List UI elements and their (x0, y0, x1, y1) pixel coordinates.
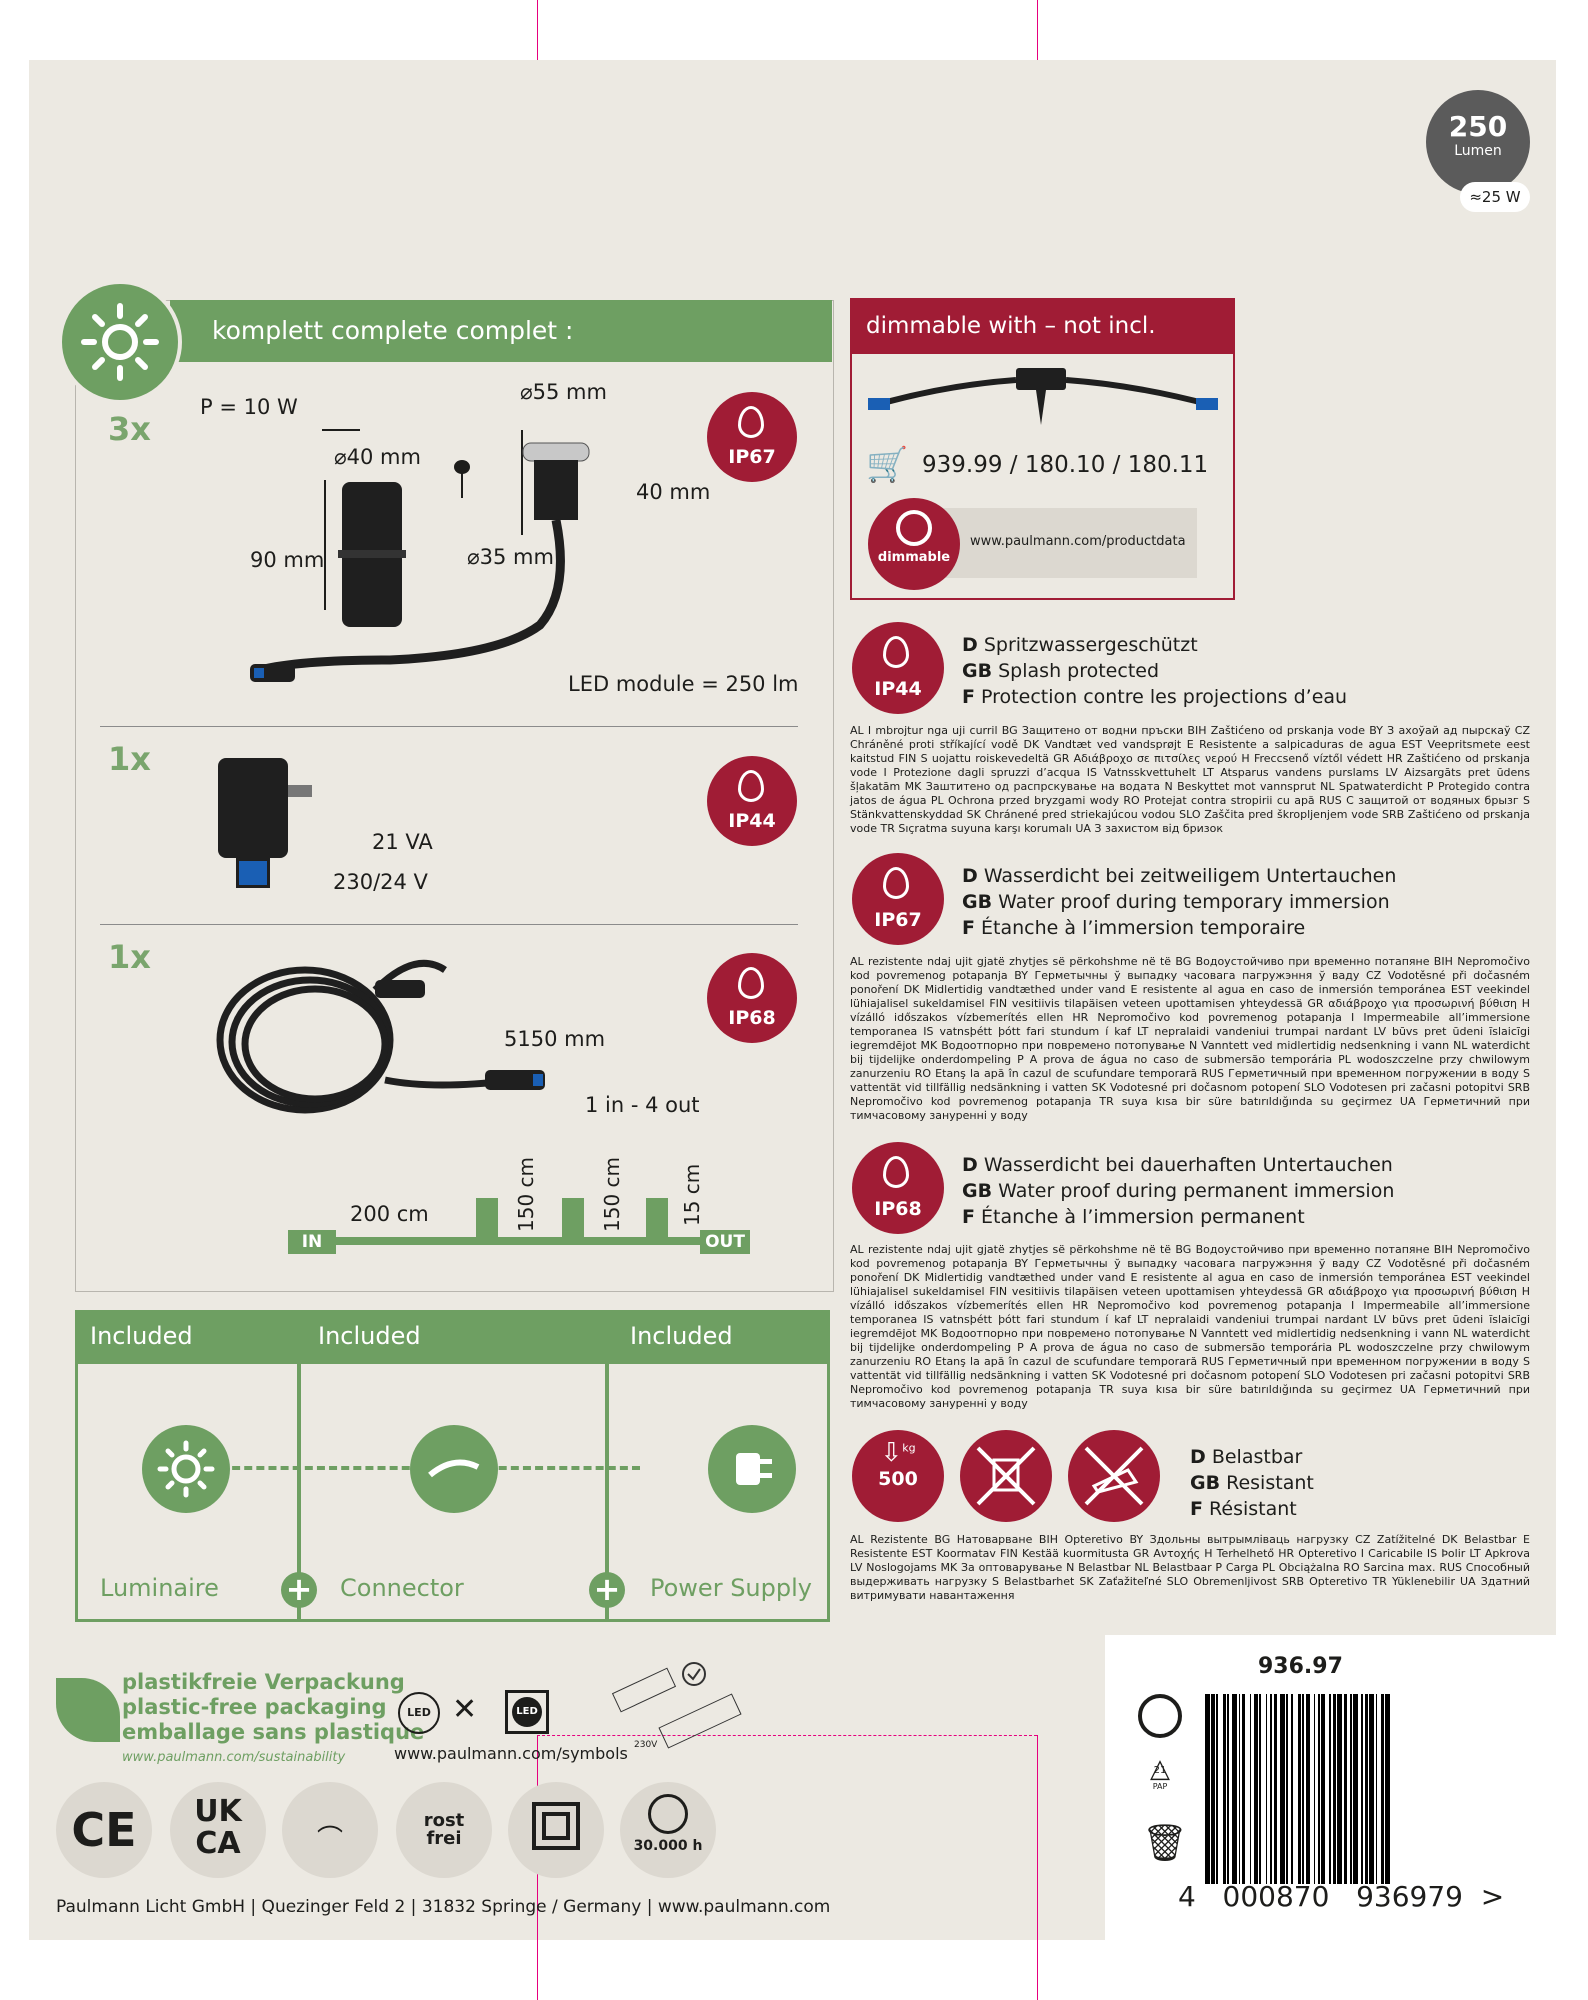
article-number: 936.97 (1258, 1654, 1343, 1679)
no-step-icon (1068, 1430, 1160, 1522)
included-h1: Included (90, 1322, 193, 1350)
voltage-label: 230/24 V (333, 870, 428, 894)
clock-icon (648, 1794, 688, 1834)
symbols-url: www.paulmann.com/symbols (394, 1744, 628, 1763)
out-tag-2 (562, 1198, 584, 1242)
qty-cable: 1x (108, 938, 151, 976)
arrow-down-icon: ⇩kg (880, 1438, 916, 1468)
ip44-badge-1: IP44 (707, 756, 797, 846)
watt-bulb-icon: ≈25 W (1460, 182, 1530, 212)
sun-horizon-icon: ⌒ (316, 1825, 343, 1855)
luminaire-illustration (250, 429, 590, 682)
eco-text: plastikfreie Verpackung plastic-free pac… (122, 1670, 425, 1765)
dim-d40: ⌀40 mm (334, 445, 421, 469)
ip67-badge-1: IP67 (707, 392, 797, 482)
components-header: komplett complete complet : (170, 300, 832, 362)
voltage-symbol-label: 230V (634, 1740, 658, 1750)
cable-length: 5150 mm (504, 1027, 606, 1051)
segment-150cm-a: 150 cm (514, 1156, 538, 1232)
dim-d55: ⌀55 mm (520, 380, 607, 404)
va-label: 21 VA (372, 830, 433, 854)
led-module-label: LED module = 250 lm (568, 672, 799, 696)
led-symbol-2: LED (505, 1690, 549, 1734)
ip68-translations: AL rezistente ndaj ujit gjatë zhytjes së… (850, 1243, 1530, 1410)
dimmable-badge: dimmable (868, 498, 960, 590)
luminaire-label: Luminaire (100, 1574, 219, 1602)
driver-replace-illustration (611, 1662, 742, 1749)
barcode-digits: 4 000870 936979 > (1178, 1880, 1505, 1913)
cart-icon: 🛒 (866, 445, 909, 485)
ip44-translations: AL I mbrojtur nga uji curril BG Защитено… (850, 724, 1530, 835)
power-supply-label: Power Supply (650, 1574, 812, 1602)
power-adapter-illustration (218, 758, 288, 858)
dimmable-header: dimmable with – not incl. (850, 298, 1235, 354)
no-replace-icon: ✕ (452, 1692, 478, 1727)
components-title: komplett complete complet : (212, 316, 574, 345)
dim-h90: 90 mm (250, 548, 325, 572)
ip68-badge-1: IP68 (707, 953, 797, 1043)
outdoor-symbol: ⌒ (282, 1782, 378, 1878)
qty-driver: 1x (108, 740, 151, 778)
included-divider-1 (297, 1364, 301, 1622)
ip68-heading: D Wasserdicht bei dauerhaften Untertauch… (962, 1154, 1395, 1228)
out-tag-3 (646, 1198, 668, 1242)
ip44-badge-2: IP44 (852, 622, 944, 714)
load-heading: D Belastbar GB Resistant F Résistant (1190, 1446, 1314, 1520)
cable-in-tag: IN (288, 1230, 336, 1254)
adapter-cable-end (236, 858, 270, 888)
out-tag-1 (476, 1198, 498, 1242)
load-translations: AL Rezistente BG Натоварване BIH Opteret… (850, 1533, 1530, 1602)
cable-out-end-tag: OUT (700, 1230, 750, 1254)
ip67-badge-2: IP67 (852, 853, 944, 945)
lifetime-mark: 30.000 h (620, 1782, 716, 1878)
class2-mark (508, 1782, 604, 1878)
ip67-heading: D Wasserdicht bei zeitweiligem Untertauc… (962, 865, 1397, 939)
dimmer-illustration (868, 368, 1218, 425)
included-divider-2 (605, 1364, 609, 1622)
adapter-plug (288, 785, 312, 797)
dim-d35: ⌀35 mm (467, 545, 554, 569)
cable-diagram-line (288, 1237, 748, 1245)
included-h2: Included (318, 1322, 421, 1350)
no-vehicle-icon (960, 1430, 1052, 1522)
plus-icon-1: + (281, 1572, 317, 1608)
pap-recycle-icon: △ 21 PAP (1150, 1754, 1170, 1791)
lumen-badge: 250 Lumen (1426, 90, 1530, 194)
load-500kg-badge: ⇩kg 500 (852, 1430, 944, 1522)
product-data-url: www.paulmann.com/productdata (970, 534, 1186, 549)
dimmer-numbers: 939.99 / 180.10 / 180.11 (922, 452, 1209, 478)
led-symbol-1: LED (398, 1692, 440, 1734)
power-supply-icon (708, 1425, 796, 1513)
cable-coil-illustration (216, 959, 545, 1114)
divider (100, 726, 798, 727)
green-dot-icon (1138, 1694, 1182, 1738)
ip68-badge-2: IP68 (852, 1142, 944, 1234)
in-out-label: 1 in - 4 out (585, 1093, 700, 1117)
footer-address: Paulmann Licht GmbH | Quezinger Feld 2 |… (56, 1897, 831, 1917)
ce-mark: CE (56, 1782, 152, 1878)
luminaire-icon (142, 1425, 230, 1513)
connector-label: Connector (340, 1574, 464, 1602)
power-label: P = 10 W (200, 395, 298, 419)
dimmer-knob-icon (896, 510, 932, 546)
included-header (75, 1310, 830, 1364)
plus-icon-2: + (589, 1572, 625, 1608)
included-h3: Included (630, 1322, 733, 1350)
dim-h40: 40 mm (636, 480, 711, 504)
sun-icon (58, 280, 182, 404)
weee-bin-icon: 🗑 (1142, 1823, 1188, 1864)
segment-15cm: 15 cm (680, 1163, 704, 1226)
ip44-heading: D Spritzwassergeschützt GB Splash protec… (962, 634, 1348, 708)
segment-200cm: 200 cm (350, 1202, 429, 1226)
divider (100, 924, 798, 925)
barcode (1205, 1694, 1525, 1884)
ip67-translations: AL rezistente ndaj ujit gjatë zhytjes së… (850, 955, 1530, 1122)
qty-luminaire: 3x (108, 410, 151, 448)
segment-150cm-b: 150 cm (600, 1156, 624, 1232)
connector-icon (410, 1425, 498, 1513)
